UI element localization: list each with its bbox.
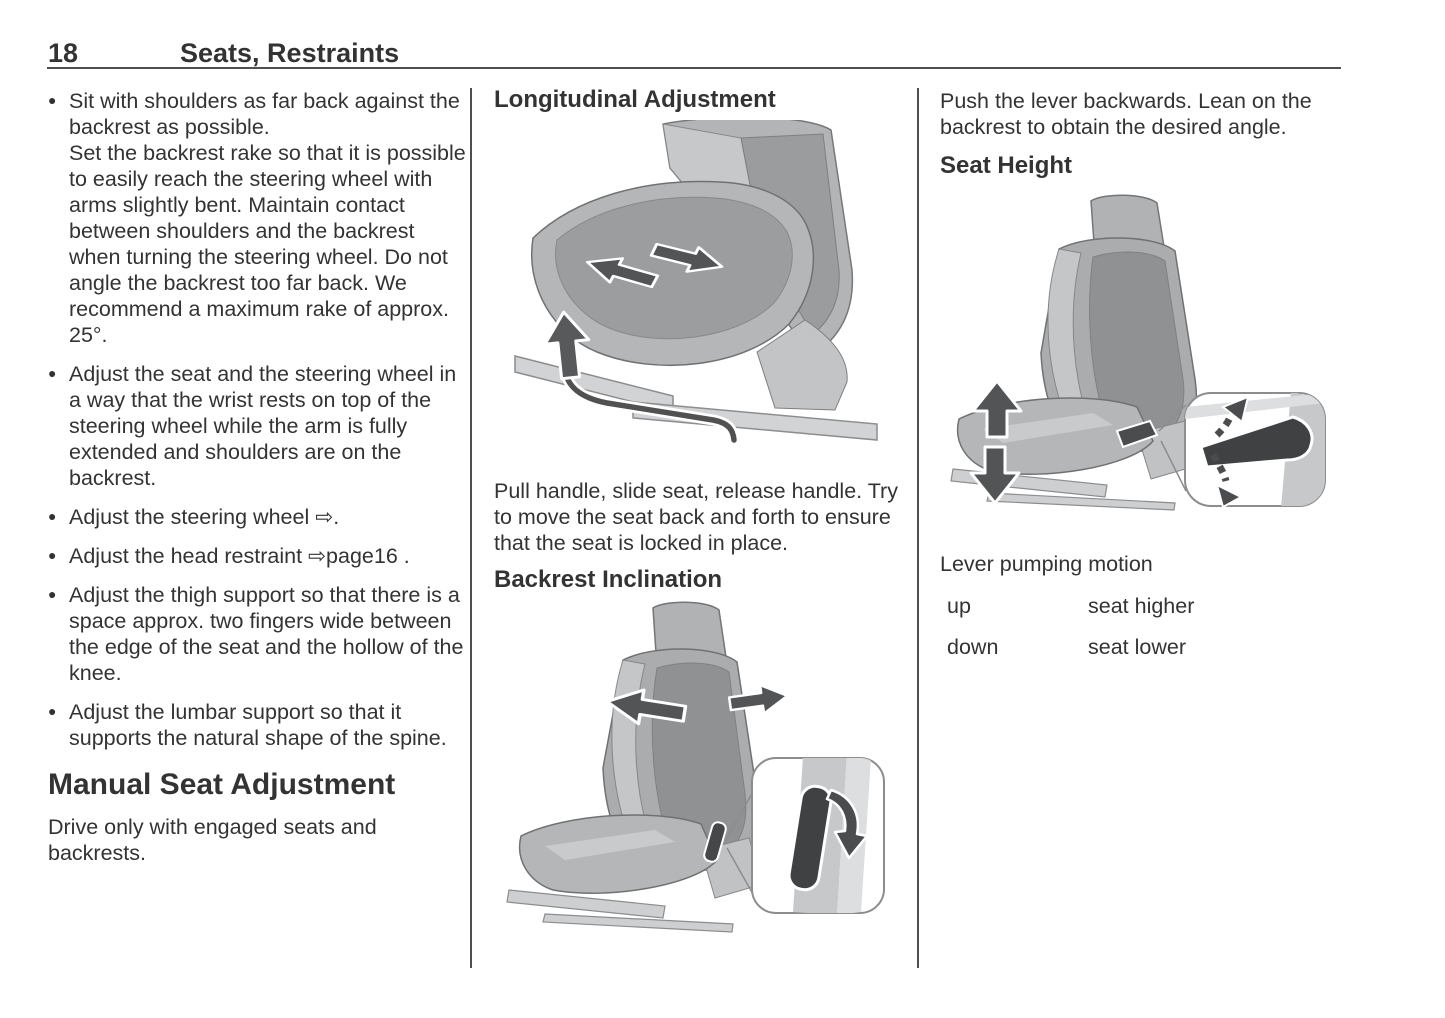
table-row: down seat lower [947, 634, 1327, 660]
height-lever [1115, 419, 1159, 449]
longitudinal-adjustment-heading: Longitudinal Adjustment [494, 86, 776, 113]
slide-back-arrow-icon [649, 242, 724, 273]
table-cell-action: up [947, 594, 971, 618]
bullet-text: Adjust the lumbar support so that it sup… [69, 700, 447, 750]
bullet-dot-icon: ● [48, 586, 57, 602]
chapter-title: Seats, Restraints [180, 38, 400, 68]
seat-base-side-panel [756, 319, 848, 411]
bullet-dot-icon: ● [48, 703, 57, 719]
bullet-text: Adjust the steering wheel ⇨. [69, 505, 340, 529]
table-row: up seat higher [947, 593, 1327, 619]
bullet-text: Adjust the seat and the steering wheel i… [69, 362, 457, 490]
seat-cushion-panel [555, 196, 793, 340]
seat-recline-drawing [506, 601, 885, 933]
lever-pumping-caption: Lever pumping motion [940, 552, 1153, 576]
lever-pump-down-dashes [1209, 453, 1230, 482]
seat-height-heading: Seat Height [940, 152, 1073, 179]
backrest-inclination-illustration [505, 598, 887, 935]
seat-height-illustration [945, 193, 1342, 511]
backrest-inclination-heading: Backrest Inclination [494, 566, 723, 593]
middle-column: Longitudinal Adjustment [494, 86, 904, 986]
bullet-dot-icon: ● [48, 547, 57, 563]
pull-handle-up-arrow-icon [543, 310, 591, 381]
bullet-lumbar-support: ● Adjust the lumbar support so that it s… [48, 699, 466, 751]
bullet-head-restraint: ● Adjust the head restraint ⇨page16 . [48, 543, 466, 569]
column-divider-right [917, 88, 919, 968]
seat-rail-left [506, 889, 666, 919]
lever-motion-table: up seat higher down seat lower [947, 593, 1327, 675]
seat-slide-drawing [514, 120, 878, 445]
page-header: 18 Seats, Restraints [0, 0, 1445, 70]
lever-rotate-arrow-icon [825, 788, 869, 860]
seat-rail-right [542, 913, 734, 933]
bullet-dot-icon: ● [48, 508, 57, 524]
table-cell-result: seat lower [1088, 635, 1186, 659]
seat-cushion-shape [518, 814, 718, 894]
header-rule [47, 67, 1341, 69]
bullet-dot-icon: ● [48, 365, 57, 381]
longitudinal-adjustment-body: Pull handle, slide seat, release handle.… [494, 479, 898, 555]
manual-seat-adjustment-body: Drive only with engaged seats and backre… [48, 815, 377, 865]
bullet-text: Adjust the thigh support so that there i… [69, 583, 464, 685]
longitudinal-adjustment-illustration [505, 120, 890, 445]
column-divider-left [470, 88, 472, 968]
seat-cushion-highlight [983, 413, 1113, 443]
seat-down-arrow-icon [969, 445, 1021, 505]
bullet-text: Adjust the head restraint ⇨page16 . [69, 544, 410, 568]
manual-seat-adjustment-heading: Manual Seat Adjustment [48, 768, 396, 801]
bullet-text: Set the backrest rake so that it is poss… [69, 141, 466, 347]
bullet-thigh-support: ● Adjust the thigh support so that there… [48, 582, 466, 686]
table-cell-result: seat higher [1088, 594, 1195, 618]
recline-lever [703, 821, 727, 863]
bullet-steering-wheel: ● Adjust the steering wheel ⇨. [48, 504, 466, 530]
callout-lines [726, 789, 755, 897]
bullet-seat-steering-wheel: ● Adjust the seat and the steering wheel… [48, 361, 466, 491]
backrest-rearward-arrow-icon [727, 683, 789, 715]
seat-up-arrow-icon [971, 379, 1023, 439]
right-column: Push the lever backwards. Lean on the ba… [940, 86, 1344, 986]
slide-forward-arrow-icon [585, 257, 660, 289]
height-lever-zoomed [1199, 415, 1314, 469]
seat-height-drawing [950, 194, 1326, 511]
seat-rail-right [986, 492, 1176, 511]
callout-lines [1158, 404, 1187, 492]
lever-pump-up-arrow-icon [1221, 395, 1250, 424]
page-number: 18 [48, 38, 79, 68]
left-column: ● Sit with shoulders as far back against… [48, 88, 466, 866]
bullet-sitting-position: ● Sit with shoulders as far back against… [48, 88, 466, 348]
inset-trim-panel-light [1185, 393, 1325, 419]
table-cell-action: down [947, 635, 999, 659]
bullet-text: Sit with shoulders as far back against t… [69, 89, 460, 139]
recline-lever-zoomed [787, 784, 833, 892]
backrest-forward-arrow-icon [605, 688, 688, 726]
seat-cushion-highlight [545, 830, 675, 860]
backrest-inclination-body: Push the lever backwards. Lean on the ba… [940, 89, 1312, 139]
lever-pump-down-arrow-icon [1215, 483, 1244, 509]
bullet-dot-icon: ● [48, 92, 57, 108]
